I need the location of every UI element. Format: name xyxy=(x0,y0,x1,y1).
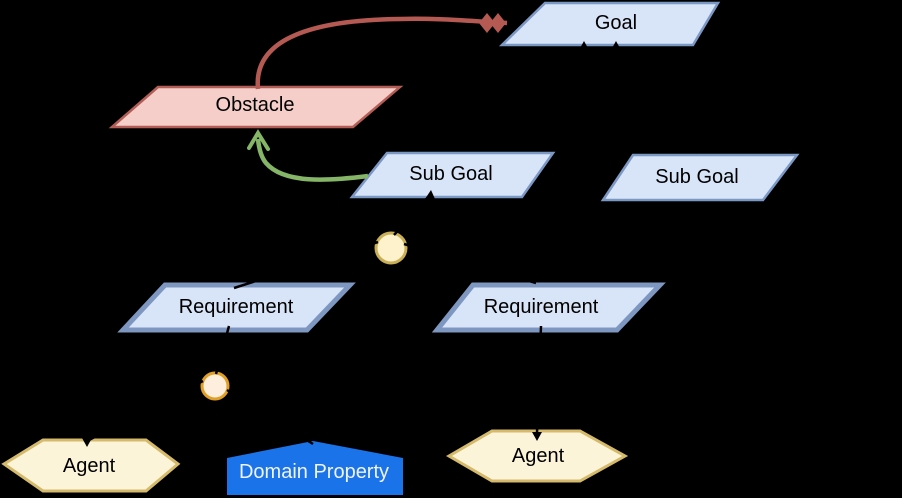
obstruction-edge xyxy=(255,13,508,90)
refinement-edges xyxy=(82,41,698,447)
or-refinement-node xyxy=(200,371,230,401)
sub-goal-2-shape xyxy=(600,153,800,202)
requirement-1-shape xyxy=(117,282,356,333)
requirement-2-shape xyxy=(431,282,666,333)
agent-2-shape xyxy=(446,429,629,483)
agent-1-shape xyxy=(1,438,181,493)
resolution-edge xyxy=(247,129,369,182)
obstacle-shape xyxy=(108,85,404,129)
and-refinement-node xyxy=(374,231,408,265)
domain-property-shape xyxy=(227,441,403,495)
sub-goal-1-shape xyxy=(349,151,556,199)
goal-shape xyxy=(498,1,721,47)
diagram-shapes xyxy=(1,1,800,495)
